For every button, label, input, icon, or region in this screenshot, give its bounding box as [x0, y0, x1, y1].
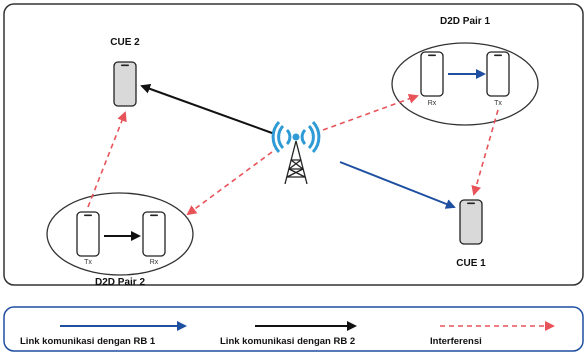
legend-box: [3, 306, 584, 352]
d2d-pair1-label: D2D Pair 1: [440, 16, 490, 27]
d2d-pair2-group: [46, 192, 194, 276]
d2d-pair2-label: D2D Pair 2: [95, 277, 145, 288]
pair1-tx-smartphone-icon: [486, 51, 510, 97]
pair1-rx-label: Rx: [428, 100, 437, 107]
cue1-label: CUE 1: [456, 258, 486, 269]
pair2-rx-label: Rx: [150, 259, 159, 266]
legend-rb2-label: Link komunikasi dengan RB 2: [220, 336, 355, 347]
cue2-smartphone-icon: [113, 61, 137, 107]
interference-pair1-tx-to-cue1: [471, 109, 499, 196]
pair1-tx-label: Tx: [494, 100, 502, 107]
cell-tower-icon: [271, 120, 321, 185]
pair2-tx-smartphone-icon: [76, 211, 100, 257]
d2d-pair1-group: [391, 42, 539, 126]
pair2-rx-smartphone-icon: [142, 211, 166, 257]
rb1-link-bs-to-cue1: [339, 161, 456, 209]
interference-bs-to-pair1-rx: [322, 94, 419, 131]
legend-rb1-label: Link komunikasi dengan RB 1: [20, 336, 156, 347]
cue2-label: CUE 2: [110, 37, 140, 48]
interference-pair2-tx-to-cue2: [87, 111, 127, 208]
rb2-link-bs-to-cue2: [140, 84, 273, 134]
pair2-tx-label: Tx: [84, 259, 92, 266]
legend-interference-label: Interferensi: [430, 336, 482, 347]
cue1-smartphone-icon: [459, 199, 483, 245]
pair1-rx-smartphone-icon: [420, 51, 444, 97]
